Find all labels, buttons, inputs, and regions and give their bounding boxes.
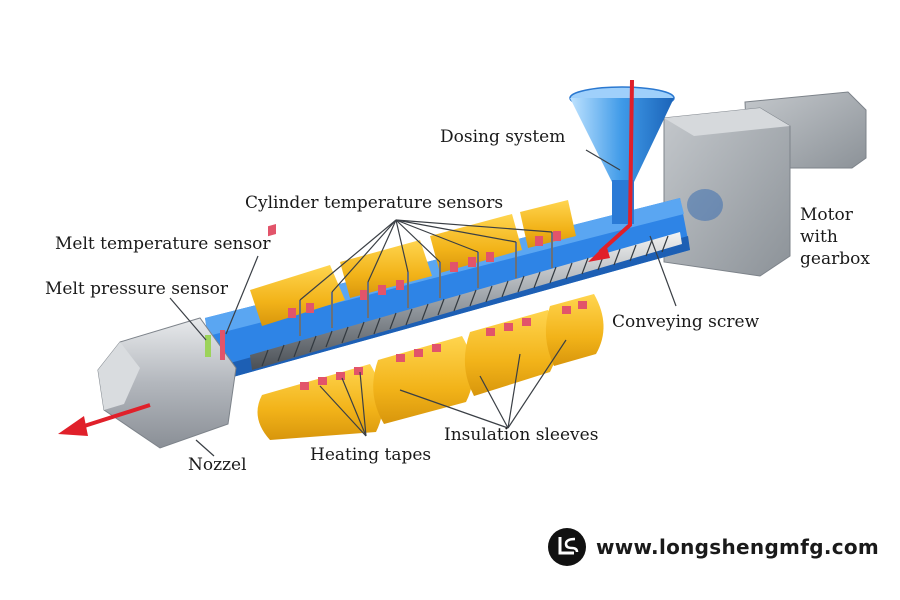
motor-face — [664, 108, 790, 136]
upper-heating-tapes — [268, 224, 561, 318]
label-insulation-sleeves: Insulation sleeves — [444, 425, 599, 445]
leader-lines — [169, 149, 677, 457]
nozzle — [97, 317, 237, 449]
label-nozzel: Nozzel — [188, 455, 247, 475]
upper-sleeve — [430, 214, 522, 273]
longsheng-logo-icon — [548, 528, 586, 566]
upper-sleeve — [340, 240, 432, 298]
screw-flights — [261, 235, 669, 367]
watermark: www.longshengmfg.com — [548, 528, 879, 566]
label-cylinder-temperature-sensors: Cylinder temperature sensors — [245, 193, 504, 213]
upper-sleeve — [520, 200, 576, 248]
dosing-funnel — [569, 86, 675, 224]
conveying-screw — [250, 232, 682, 370]
label-melt-temperature-sensor: Melt temperature sensor — [55, 234, 271, 254]
watermark-url: www.longshengmfg.com — [596, 535, 880, 559]
lower-sleeve — [257, 364, 383, 440]
funnel-cone — [570, 98, 674, 182]
feed-arrow — [598, 79, 634, 254]
melt-outlet-arrow — [77, 403, 151, 430]
melt-pressure-probe — [205, 335, 211, 357]
lower-sleeve — [464, 310, 558, 396]
upper-insulation-sleeves — [250, 200, 576, 336]
label-dosing-system: Dosing system — [440, 127, 566, 147]
material-flow-arrows — [58, 79, 634, 436]
nozzle-tip-face — [98, 342, 140, 410]
label-heating-tapes: Heating tapes — [310, 445, 432, 465]
feed-arrow-head — [588, 244, 610, 262]
upper-sleeve — [250, 265, 345, 326]
cylinder-sensor-probes — [299, 232, 553, 336]
screw-shaft — [250, 232, 682, 370]
label-melt-pressure-sensor: Melt pressure sensor — [45, 279, 229, 299]
lower-heating-tapes — [300, 301, 587, 390]
melt-outlet-arrow-head — [58, 416, 88, 436]
label-motor-with-gearbox: Motor with gearbox — [800, 205, 870, 270]
melt-temperature-probe — [220, 330, 225, 360]
motor-shaft-shadow — [687, 189, 723, 221]
lower-sleeve — [545, 294, 604, 366]
label-conveying-screw: Conveying screw — [612, 312, 760, 332]
motor-gearbox — [663, 91, 867, 277]
